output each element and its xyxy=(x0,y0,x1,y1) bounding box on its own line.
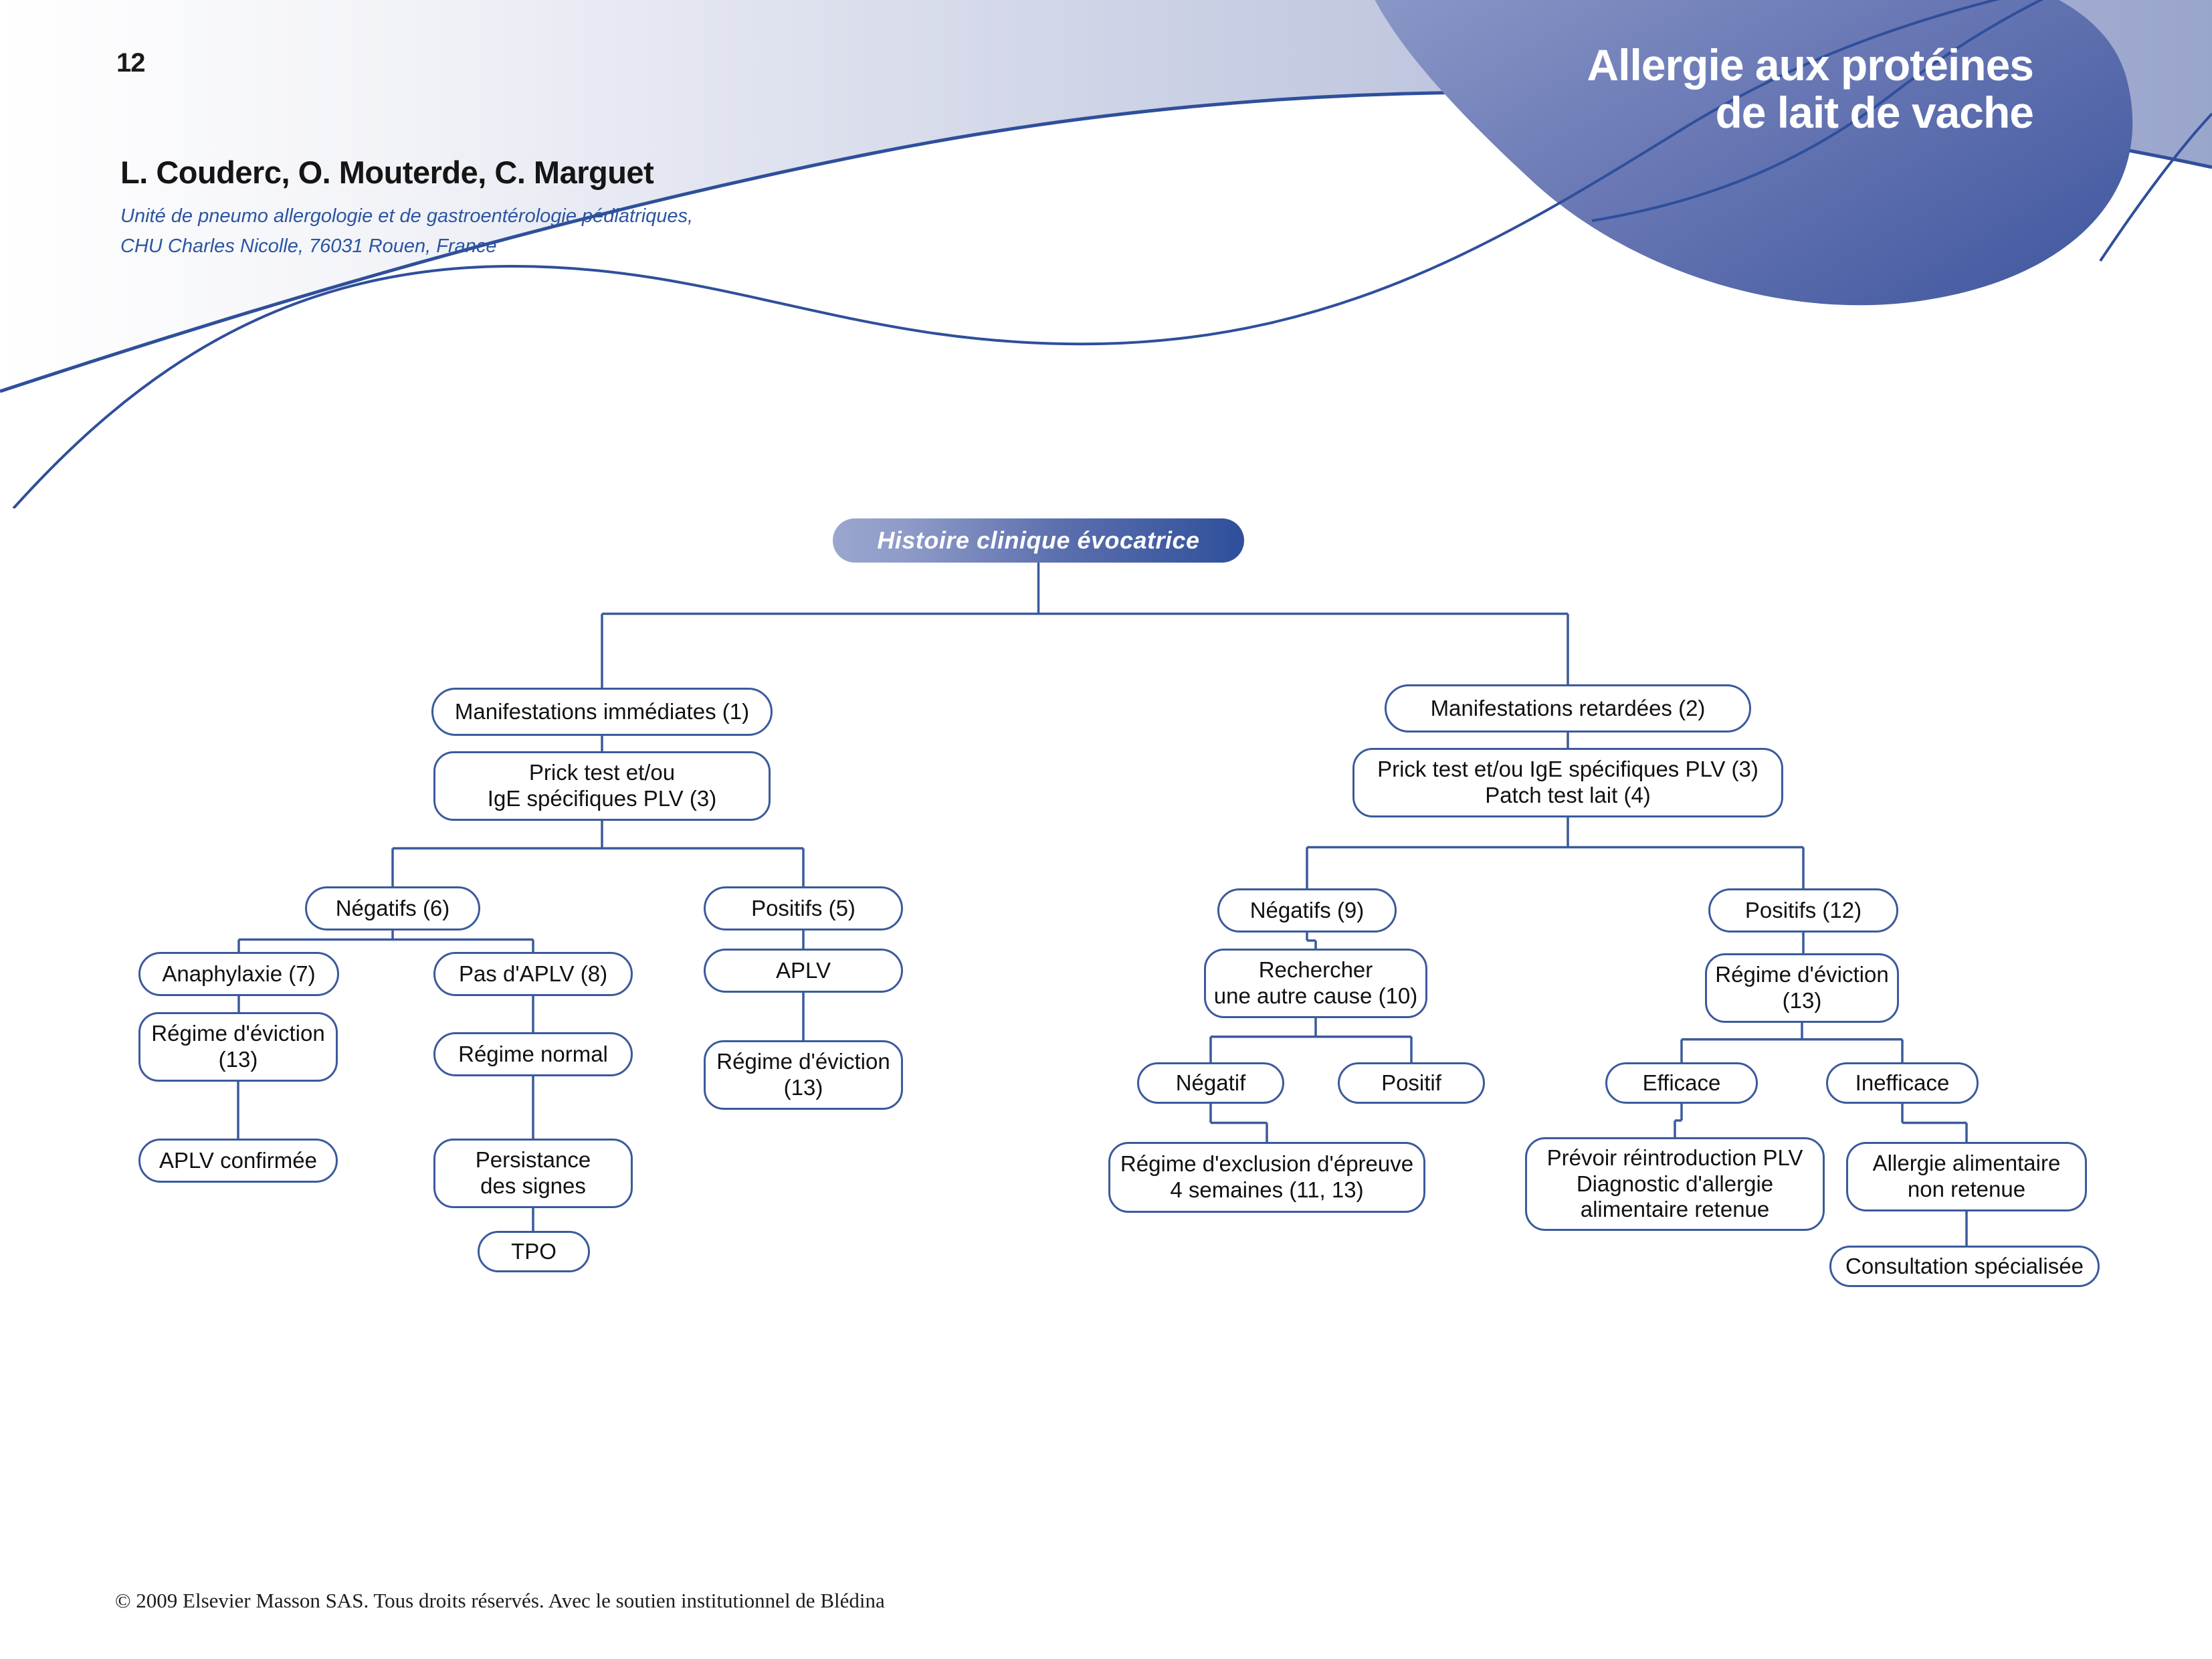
author-names: L. Couderc, O. Mouterde, C. Marguet xyxy=(120,155,654,190)
flowchart-node-neg9: Négatifs (9) xyxy=(1217,888,1397,933)
authors-block: L. Couderc, O. Mouterde, C. Marguet Unit… xyxy=(120,154,693,262)
page-title: Allergie aux protéines de lait de vache xyxy=(1431,40,2034,137)
flowchart-node-reg-evic-13-c: Régime d'éviction(13) xyxy=(1705,953,1899,1023)
flowchart-node-imm: Manifestations immédiates (1) xyxy=(431,688,773,736)
flowchart-node-consultation: Consultation spécialisée xyxy=(1829,1246,2100,1287)
author-affiliation: Unité de pneumo allergologie et de gastr… xyxy=(120,201,693,262)
node-label: Négatifs (9) xyxy=(1249,897,1365,922)
flowchart-node-reg-evic-13-a: Régime d'éviction(13) xyxy=(138,1012,338,1082)
node-label: Histoire clinique évocatrice xyxy=(877,526,1200,554)
flowchart-node-ret: Manifestations retardées (2) xyxy=(1385,684,1751,733)
node-label: Positifs (12) xyxy=(1744,897,1862,922)
node-label: Anaphylaxie (7) xyxy=(162,961,316,986)
flowchart-node-ret-test: Prick test et/ou IgE spécifiques PLV (3)… xyxy=(1352,748,1783,817)
page-number: 12 xyxy=(116,48,145,78)
flowchart-node-aplv: APLV xyxy=(704,949,903,993)
flowchart-root-node: Histoire clinique évocatrice xyxy=(833,518,1244,563)
flowchart-node-inefficace: Inefficace xyxy=(1826,1062,1979,1104)
node-label: APLV xyxy=(776,957,831,983)
node-label: Inefficace xyxy=(1855,1070,1950,1095)
flowchart-node-pos5: Positifs (5) xyxy=(704,886,903,931)
node-label: APLV confirmée xyxy=(159,1147,317,1173)
flowchart-node-reg-normal: Régime normal xyxy=(433,1032,633,1076)
node-label: Régime d'éviction(13) xyxy=(1715,962,1889,1013)
node-label: Consultation spécialisée xyxy=(1845,1253,2084,1278)
flowchart-node-pos12: Positifs (12) xyxy=(1708,888,1898,933)
node-label: Régime normal xyxy=(458,1041,608,1066)
node-label: Négatif xyxy=(1175,1070,1246,1095)
page-title-line-1: Allergie aux protéines xyxy=(1587,40,2034,90)
flowchart-node-reg-evic-13-b: Régime d'éviction(13) xyxy=(704,1040,903,1110)
node-label: Positif xyxy=(1381,1070,1441,1095)
node-label: Efficace xyxy=(1642,1070,1721,1095)
footer-copyright: © 2009 Elsevier Masson SAS. Tous droits … xyxy=(115,1589,885,1612)
node-label: Prick test et/ou IgE spécifiques PLV (3)… xyxy=(1377,757,1758,807)
node-label: TPO xyxy=(511,1238,557,1264)
flowchart-node-efficace: Efficace xyxy=(1605,1062,1758,1104)
node-label: Régime d'éviction(13) xyxy=(716,1049,890,1100)
flowchart-node-aplv-confirmee: APLV confirmée xyxy=(138,1139,338,1183)
flowchart-node-anaphylaxie: Anaphylaxie (7) xyxy=(138,952,339,996)
node-label: Pas d'APLV (8) xyxy=(458,961,608,986)
flowchart-node-positif: Positif xyxy=(1338,1062,1485,1104)
node-label: Régime d'éviction(13) xyxy=(151,1021,325,1072)
node-label: Manifestations retardées (2) xyxy=(1430,695,1706,720)
page-title-line-2: de lait de vache xyxy=(1715,87,2034,137)
flowchart-node-tpo: TPO xyxy=(478,1231,590,1272)
node-label: Manifestations immédiates (1) xyxy=(454,698,750,724)
node-label: Négatifs (6) xyxy=(335,895,450,920)
flowchart-node-pas-aplv: Pas d'APLV (8) xyxy=(433,952,633,996)
affiliation-line-2: CHU Charles Nicolle, 76031 Rouen, France xyxy=(120,235,497,257)
flowchart-node-negatif: Négatif xyxy=(1137,1062,1284,1104)
node-label: Positifs (5) xyxy=(751,895,856,920)
flowchart-node-neg6: Négatifs (6) xyxy=(305,886,480,931)
affiliation-line-1: Unité de pneumo allergologie et de gastr… xyxy=(120,205,694,227)
